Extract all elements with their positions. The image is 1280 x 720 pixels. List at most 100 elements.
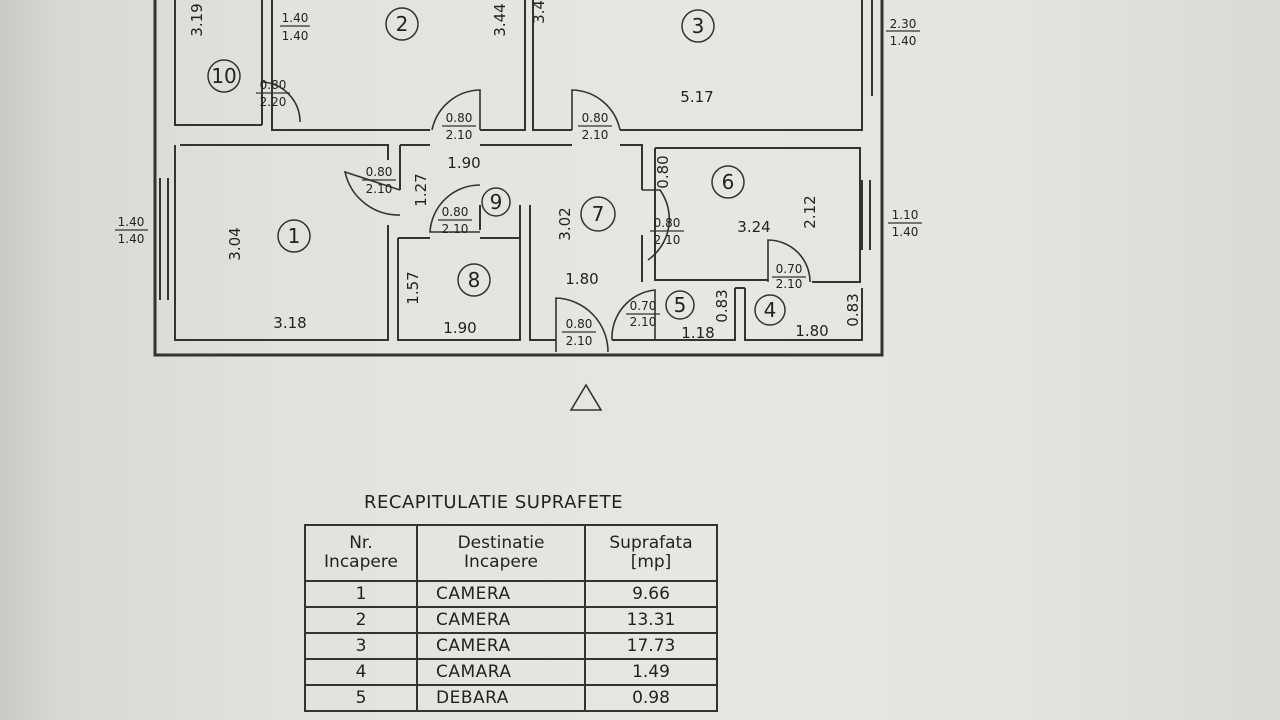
table-row: 1 CAMERA 9.66 (304, 580, 718, 608)
door-2-bottom: 2.10 (446, 128, 473, 142)
row-nr: 1 (304, 580, 418, 608)
table-row: 4 CAMARA 1.49 (304, 658, 718, 686)
row-nr: 4 (304, 658, 418, 686)
door-4-bottom: 2.10 (776, 277, 803, 291)
entrance-marker (569, 383, 603, 411)
room-1-height: 3.04 (226, 227, 244, 260)
row-nr: 2 (304, 606, 418, 634)
header-dest-line2: Incapere (464, 552, 538, 572)
door-arc-3 (571, 89, 621, 131)
window-top-right-top: 2.30 (890, 17, 917, 31)
window-right (861, 180, 871, 250)
room-6-height: 2.12 (801, 195, 819, 228)
door-arc-1 (343, 170, 401, 216)
door-3-bottom: 2.10 (582, 128, 609, 142)
door-1-bottom: 2.10 (366, 182, 393, 196)
window-left (159, 178, 169, 300)
room-7-number: 7 (592, 202, 605, 226)
window-left-bottom: 1.40 (118, 232, 145, 246)
room-10-number: 10 (211, 64, 236, 88)
door-1-top: 0.80 (366, 165, 393, 179)
room-6-circle (711, 165, 745, 199)
door-6-bottom: 2.10 (654, 233, 681, 247)
door-arc-2 (431, 89, 481, 131)
window-top-right-bottom: 1.40 (890, 34, 917, 48)
row-area: 13.31 (584, 606, 718, 634)
header-nr: Nr. Incapere (304, 524, 418, 582)
floor-plan: 1 2 3 4 5 6 7 8 9 10 3.04 3.18 3.44 3.4 … (115, 0, 922, 411)
summary-title: RECAPITULATIE SUPRAFETE (364, 492, 623, 513)
row-destination: CAMERA (416, 632, 586, 660)
window-left-top: 1.40 (118, 215, 145, 229)
room-3-number: 3 (692, 14, 705, 38)
header-nr-line1: Nr. (349, 533, 373, 553)
room-6-width: 3.24 (737, 218, 770, 236)
header-area-line2: [mp] (630, 552, 672, 572)
room-5-circle (665, 290, 695, 320)
room-8-circle (457, 263, 491, 297)
door-5-bottom: 2.10 (630, 315, 657, 329)
door-8-bottom: 2.10 (442, 222, 469, 236)
door-4-top: 0.70 (776, 262, 803, 276)
window-top-left-bottom: 1.40 (282, 29, 309, 43)
room-4-number: 4 (764, 298, 777, 322)
room-5-width: 1.18 (681, 324, 714, 342)
door-arc-entry (555, 297, 609, 353)
room-4-height: 0.83 (844, 293, 862, 326)
row-destination: CAMERA (416, 606, 586, 634)
hallway-height: 1.27 (412, 173, 430, 206)
door-arc-8 (429, 184, 481, 233)
room-1-circle (277, 219, 311, 253)
room-7-width: 1.80 (565, 270, 598, 288)
room-8-width: 1.90 (443, 319, 476, 337)
header-destination: Destinatie Incapere (416, 524, 586, 582)
room-7-height: 3.02 (556, 207, 574, 240)
room-8-number: 8 (468, 268, 481, 292)
header-dest-line1: Destinatie (457, 533, 545, 553)
door-10-top: 0.80 (260, 78, 287, 92)
room-1-width: 3.18 (273, 314, 306, 332)
row-area: 1.49 (584, 658, 718, 686)
table-row: 5 DEBARA 0.98 (304, 684, 718, 712)
hallway-width: 1.90 (447, 154, 480, 172)
door-arc-5 (611, 289, 656, 341)
door-8-top: 0.80 (442, 205, 469, 219)
door-2-top: 0.80 (446, 111, 473, 125)
room-1-number: 1 (288, 224, 301, 248)
hallway-stub: 0.80 (654, 155, 672, 188)
room-9-circle (481, 187, 511, 217)
door-arc-4 (767, 239, 811, 283)
window-right-top: 1.10 (892, 208, 919, 222)
room-3-height: 3.4 (530, 0, 548, 24)
room-7-circle (580, 196, 616, 232)
row-area: 9.66 (584, 580, 718, 608)
door-10-bottom: 2.20 (260, 95, 287, 109)
room-8-height: 1.57 (404, 271, 422, 304)
table-row: 2 CAMERA 13.31 (304, 606, 718, 634)
room-5-height: 0.83 (713, 289, 731, 322)
room-4-width: 1.80 (795, 322, 828, 340)
room-4-circle (754, 294, 786, 326)
row-area: 17.73 (584, 632, 718, 660)
window-top-left-top: 1.40 (282, 11, 309, 25)
door-5-top: 0.70 (630, 299, 657, 313)
door-3-top: 0.80 (582, 111, 609, 125)
row-area: 0.98 (584, 684, 718, 712)
header-area: Suprafata [mp] (584, 524, 718, 582)
row-nr: 3 (304, 632, 418, 660)
row-destination: CAMERA (416, 580, 586, 608)
door-entry-top: 0.80 (566, 317, 593, 331)
room-2-number: 2 (396, 12, 409, 36)
table-row: 3 CAMERA 17.73 (304, 632, 718, 660)
room-2-circle (385, 7, 419, 41)
header-nr-line2: Incapere (324, 552, 398, 572)
window-top-right (861, 0, 873, 96)
door-6-top: 0.80 (654, 216, 681, 230)
door-arc-6 (642, 189, 671, 261)
room-3-width: 5.17 (680, 88, 713, 106)
exterior-wall (153, 0, 884, 357)
summary-table: Nr. Incapere Destinatie Incapere Suprafa… (304, 524, 718, 712)
window-right-bottom: 1.40 (892, 225, 919, 239)
room-2-height: 3.44 (491, 3, 509, 36)
room-1-walls (174, 145, 389, 341)
